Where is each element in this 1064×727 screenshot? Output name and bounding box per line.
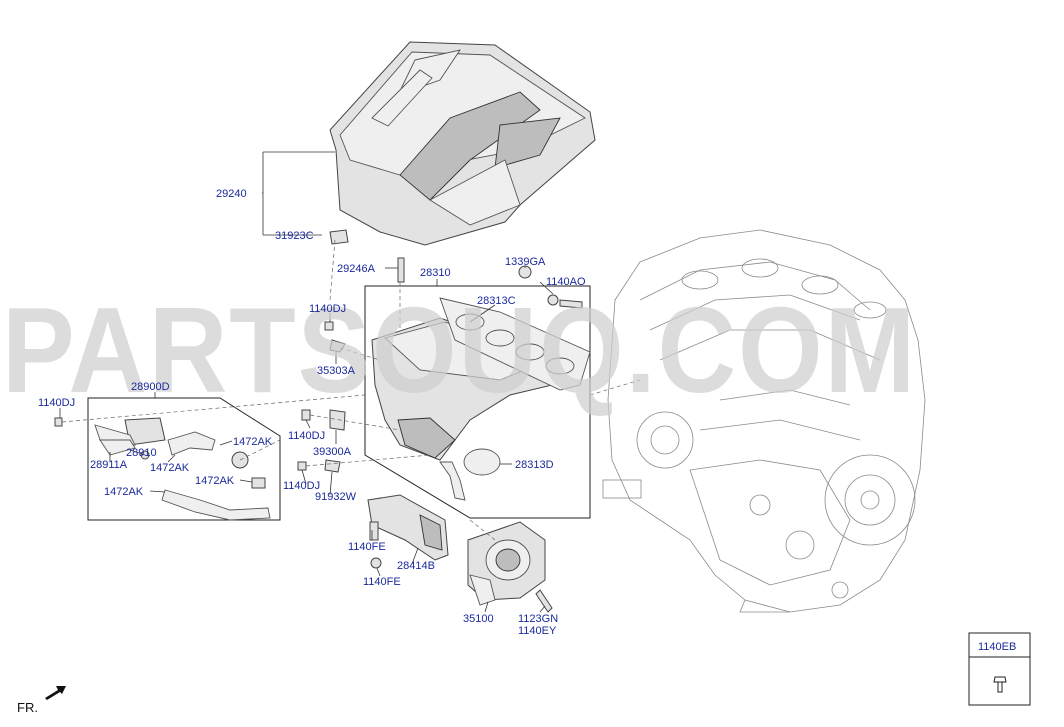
callout-1472ak-b[interactable]: 1472AK [150,462,190,474]
callout-28900d[interactable]: 28900D [131,381,170,393]
callout-35100[interactable]: 35100 [463,613,494,625]
callout-29240[interactable]: 29240 [216,188,247,200]
callout-91932w[interactable]: 91932W [315,491,357,503]
bracket-28414b-part [367,494,449,569]
front-direction-indicator: FR. [17,686,66,715]
callout-39300a[interactable]: 39300A [313,446,352,458]
legend-code[interactable]: 1140EB [978,641,1016,653]
callout-35303a[interactable]: 35303A [317,365,356,377]
callout-1472ak-c[interactable]: 1472AK [195,475,235,487]
callout-28313d[interactable]: 28313D [515,459,554,471]
engine-block-illustration [602,229,926,613]
callout-28911a[interactable]: 28911A [90,459,128,471]
cover-grommet-part [329,229,349,245]
callout-1140ao[interactable]: 1140AO [546,276,586,288]
front-direction-label: FR. [17,700,38,715]
bolt-icon [993,676,1007,693]
front-arrow-icon [45,686,66,700]
callout-1123gn[interactable]: 1123GN [518,613,558,625]
throttle-body-35100-part [467,521,553,613]
callout-1472ak-d[interactable]: 1472AK [104,486,144,498]
callout-1140fe-a[interactable]: 1140FE [348,541,386,553]
gasket-28313c-part [439,297,591,391]
callout-29246a[interactable]: 29246A [337,263,376,275]
fastener-legend: 1140EB [968,632,1031,706]
callout-28414b[interactable]: 28414B [397,560,435,572]
engine-cover-part [329,41,596,246]
callout-1140ey[interactable]: 1140EY [518,625,557,637]
intake-manifold-group [364,285,591,519]
callout-1140dj-upper[interactable]: 1140DJ [309,303,346,315]
assembly-lines [61,239,641,541]
callout-28313c[interactable]: 28313C [477,295,516,307]
callout-1140dj-lower[interactable]: 1140DJ [283,480,320,492]
fasteners [54,265,583,473]
callout-1140dj-middle[interactable]: 1140DJ [288,430,325,442]
callout-31923c[interactable]: 31923C [275,230,314,242]
callout-1140dj-left[interactable]: 1140DJ [38,397,75,409]
callout-28310[interactable]: 28310 [420,267,451,279]
callout-1339ga[interactable]: 1339GA [505,256,546,268]
callout-28910[interactable]: 28910 [126,447,157,459]
o-ring-28313d-part [463,448,501,476]
stud-29246a-part [397,257,405,283]
pcv-hose-group [87,397,281,521]
callout-1472ak-a[interactable]: 1472AK [233,436,273,448]
callout-1140fe-b[interactable]: 1140FE [363,576,401,588]
watermark-text: PARTSOUQ.COM [2,282,917,418]
leader-lines [59,151,554,613]
callout-labels: 29240 31923C 29246A 28310 1339GA 1140AO … [38,188,586,637]
